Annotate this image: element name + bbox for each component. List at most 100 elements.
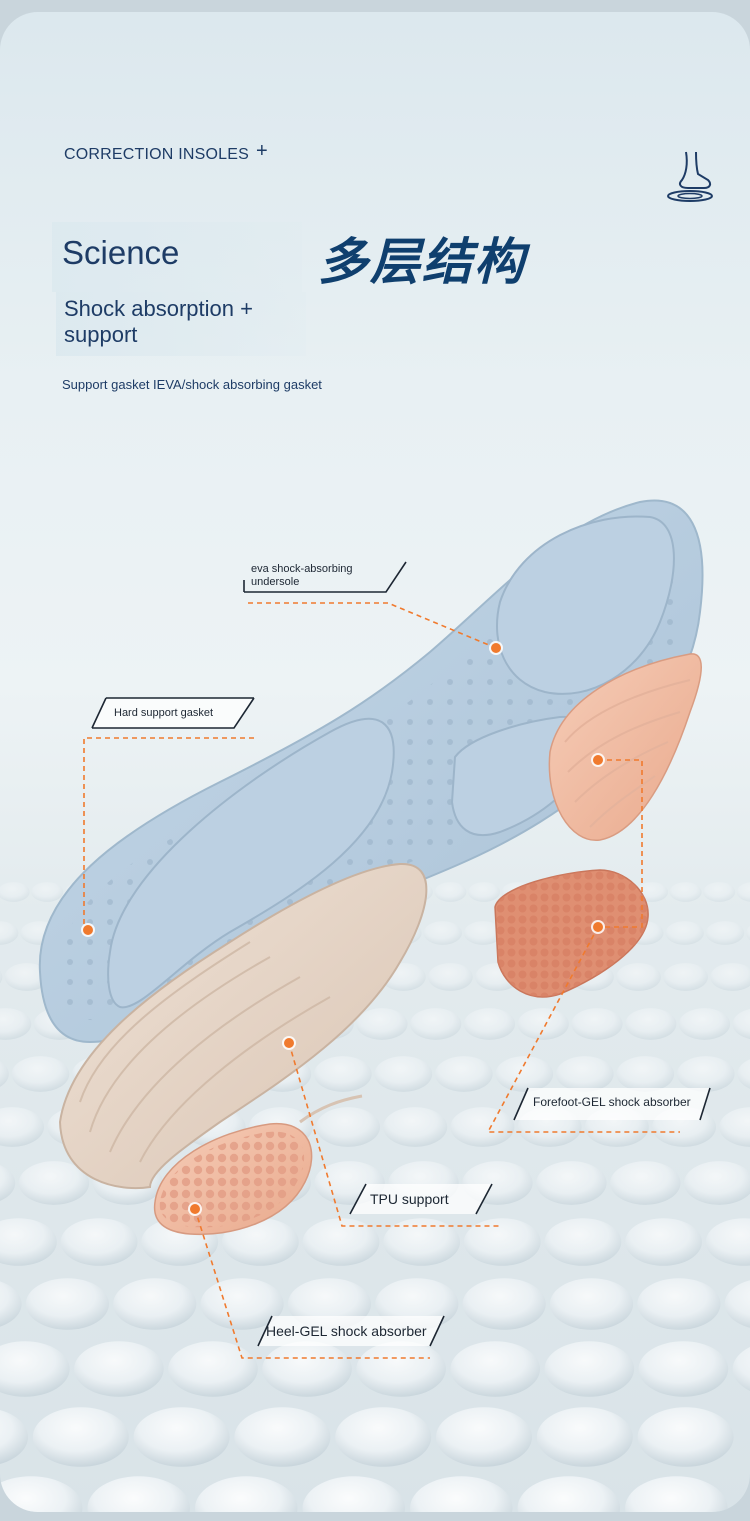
foam-bubble (737, 1059, 750, 1089)
foam-bubble (0, 1107, 44, 1147)
orange-dot-markers (81, 641, 605, 1216)
foam-bubble (314, 1056, 372, 1092)
foam-bubble (450, 1107, 515, 1147)
foam-bubble (200, 1278, 284, 1330)
foam-bubble (410, 1476, 513, 1512)
foam-bubble (705, 1218, 750, 1266)
foam-bubble (0, 1476, 83, 1512)
plus-mark: + (256, 140, 268, 162)
tpu-support-piece (58, 862, 428, 1190)
foam-bubble (625, 1218, 702, 1266)
foam-bubble (374, 1056, 433, 1092)
foam-bubble (0, 921, 19, 945)
foam-bubble (669, 882, 702, 902)
foam-bubble (74, 1341, 164, 1397)
callout-leader-lines (83, 602, 680, 1359)
foam-bubble (463, 921, 503, 945)
foam-bubble (544, 1218, 622, 1266)
foam-bubble (638, 1341, 729, 1397)
foam-bubble (463, 1008, 516, 1040)
foam-bubble (732, 1347, 750, 1391)
foam-bubble (736, 882, 750, 902)
callout-forefoot-gel: Forefoot-GEL shock absorber (533, 1095, 691, 1109)
foam-bubble (462, 1278, 546, 1330)
foam-bubble (463, 1218, 541, 1266)
marker-forefoot-support (591, 753, 605, 767)
foam-bubble (262, 1341, 352, 1397)
callout-heel-gel: Heel-GEL shock absorber (266, 1323, 427, 1339)
foam-bubble (732, 1008, 750, 1040)
foam-bubble (302, 1476, 405, 1512)
forefoot-support-piece (548, 653, 702, 841)
foam-bubble (517, 1008, 569, 1040)
eva-insole (38, 499, 704, 1044)
foam-bubble (0, 1341, 70, 1397)
foam-bubble (234, 1407, 331, 1467)
foam-bubble (678, 1008, 731, 1040)
foam-bubble (356, 1008, 408, 1040)
foam-bubble (113, 1278, 197, 1330)
callout-eva-line1: eva shock-absorbing (251, 563, 353, 575)
foam-bubble (710, 963, 750, 991)
foam-bubble (0, 1165, 16, 1201)
foam-bubble (536, 1407, 633, 1467)
foam-bubble (724, 1280, 750, 1328)
foam-bubble (195, 1476, 298, 1512)
foam-bubble (25, 1278, 109, 1330)
marker-eva (489, 641, 503, 655)
foam-bubble (302, 1218, 380, 1266)
foam-bubble (423, 921, 462, 945)
marker-hard-support (81, 923, 95, 937)
foam-bubble (544, 1341, 635, 1397)
foam-bubble (32, 1407, 129, 1467)
title-backdrop (52, 222, 302, 292)
foam-bubble (60, 1218, 138, 1266)
foam-bubble (221, 1218, 299, 1266)
foam-bubble (663, 963, 708, 991)
foam-bubble (4, 963, 50, 991)
foam-bubble (435, 1056, 493, 1092)
foam-bubble (676, 1056, 735, 1092)
foam-bubble (434, 882, 467, 902)
foam-bubble (610, 1161, 681, 1205)
foam-bubble (616, 963, 661, 991)
foam-bubble (316, 1107, 380, 1147)
foam-bubble (410, 1008, 462, 1040)
page-title: Science (62, 234, 180, 271)
foam-bubble (0, 970, 3, 984)
forefoot-gel-piece (494, 869, 649, 998)
callout-eva-undersole: eva shock-absorbing undersole (251, 563, 353, 589)
insole-exploded-view (38, 499, 711, 1359)
foam-bubble (637, 1278, 721, 1330)
foam-bubble (556, 1056, 614, 1092)
foam-bubble (625, 1476, 728, 1512)
marker-forefoot-gel (591, 920, 605, 934)
foam-bubble (133, 1407, 230, 1467)
callout-tpu-support: TPU support (370, 1191, 449, 1207)
product-card: CORRECTION INSOLES + Science 多层结构 Shock … (0, 12, 750, 1512)
foam-bubble (436, 1407, 532, 1467)
foam-bubble (450, 1341, 540, 1397)
callout-frames (91, 561, 711, 1347)
foam-bubble (517, 1476, 620, 1512)
foam-bubble (168, 1341, 258, 1397)
foam-bubble (705, 921, 745, 945)
foam-bubble (637, 1407, 734, 1467)
foam-bubble (0, 1218, 57, 1266)
description: Support gasket IEVA/shock absorbing gask… (62, 377, 322, 392)
foam-bubble (625, 1008, 677, 1040)
foot-icon (667, 151, 713, 202)
foam-bubble (0, 1409, 28, 1465)
foam-bubble (87, 1476, 190, 1512)
foam-bubble (428, 963, 473, 991)
foam-bubble (616, 1056, 675, 1092)
foam-bubble (383, 1107, 448, 1147)
foam-bubble (335, 1407, 432, 1467)
foam-bubble (571, 1008, 623, 1040)
foam-bubble (0, 1061, 9, 1087)
callout-hard-support-gasket: Hard support gasket (114, 707, 214, 719)
foam-bubble (665, 921, 704, 945)
marker-heel-gel (188, 1202, 202, 1216)
subtitle-backdrop (56, 292, 306, 356)
